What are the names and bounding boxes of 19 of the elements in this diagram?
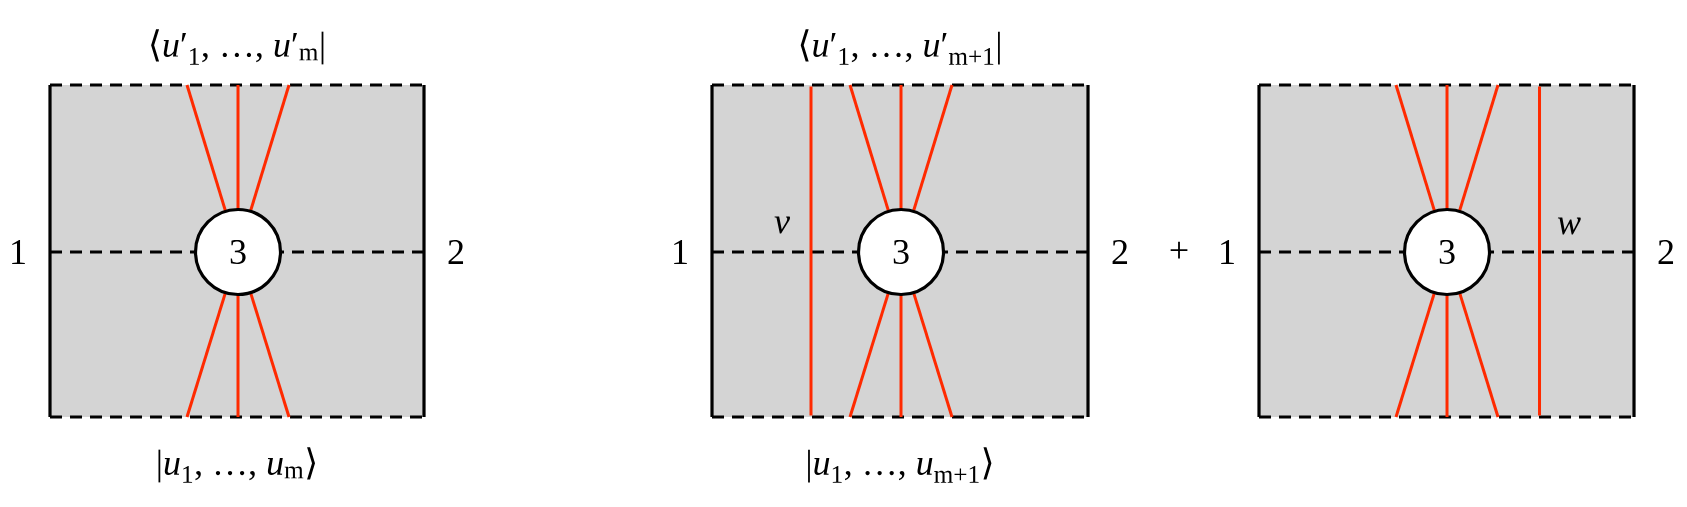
wire-label: v — [774, 216, 790, 234]
port-label: 2 — [1112, 240, 1127, 264]
shaded-square — [48, 83, 426, 419]
port-label: 2 — [1658, 240, 1674, 264]
bra-label: ⟨u′$_{1}$, …, u′$_{m}$| — [151, 29, 324, 65]
shaded-square — [710, 83, 1090, 419]
port-label: 1 — [12, 240, 25, 264]
port-label: 1 — [1221, 240, 1234, 264]
ket-label: |u$_{1}$, …, u$_{m+1}$⟩ — [808, 447, 992, 483]
circle-node: 3 — [856, 207, 946, 297]
shaded-square — [1257, 83, 1636, 419]
circle-node: 3 — [1402, 207, 1492, 297]
bra-label: ⟨u′$_{1}$, …, u′$_{m+1}$| — [800, 29, 1000, 65]
wire-label: w — [1557, 217, 1581, 235]
port-label: 2 — [448, 240, 463, 264]
port-label: 1 — [674, 240, 687, 264]
circle-node: 3 — [193, 207, 283, 297]
ket-label: |u$_{1}$, …, u$_{m}$⟩ — [158, 447, 315, 483]
plus-sign: + — [1170, 241, 1188, 259]
